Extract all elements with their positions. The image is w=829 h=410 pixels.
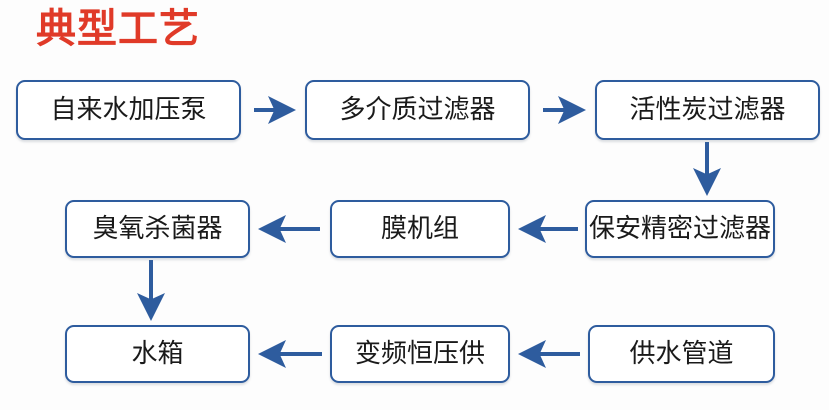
node-multimedia-filter[interactable]: 多介质过滤器 <box>305 80 530 140</box>
node-membrane-unit[interactable]: 膜机组 <box>330 200 510 258</box>
node-activated-carbon-filter[interactable]: 活性炭过滤器 <box>595 80 820 140</box>
node-variable-frequency-supply[interactable]: 变频恒压供 <box>330 325 510 383</box>
node-water-tank[interactable]: 水箱 <box>65 325 250 383</box>
node-water-supply-pipeline[interactable]: 供水管道 <box>588 325 775 383</box>
page-title: 典型工艺 <box>36 6 200 52</box>
node-security-precision-filter[interactable]: 保安精密过滤器 <box>585 200 775 258</box>
node-ozone-sterilizer[interactable]: 臭氧杀菌器 <box>65 200 250 258</box>
node-tap-water-booster-pump[interactable]: 自来水加压泵 <box>16 80 241 140</box>
